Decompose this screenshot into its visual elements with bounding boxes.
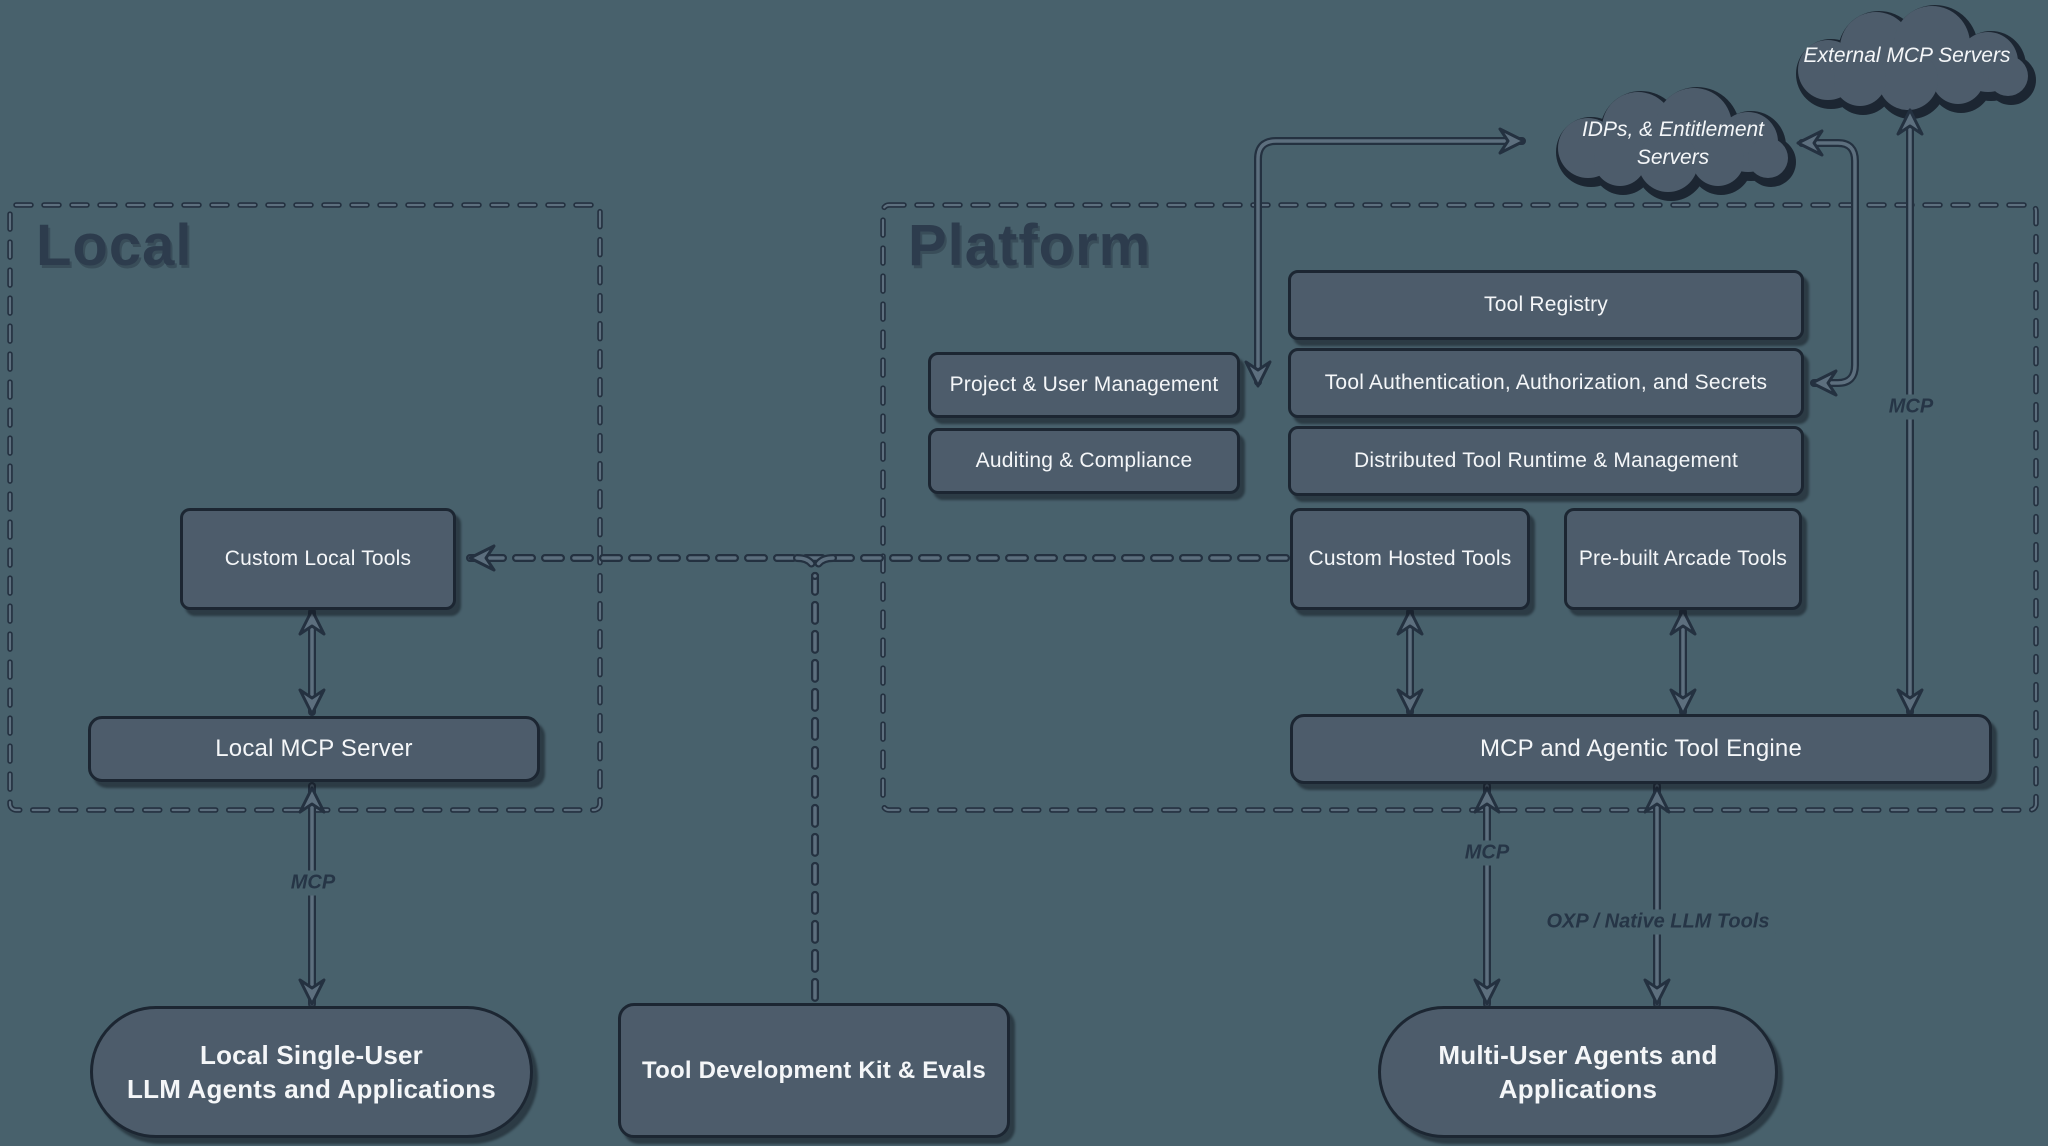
arrowhead-into-engine-3 bbox=[1896, 688, 1924, 716]
node-mcp-agentic-tool-engine: MCP and Agentic Tool Engine bbox=[1290, 714, 1992, 784]
edge-label-engine-mcp: MCP bbox=[1457, 840, 1517, 866]
arrowhead-from-idp-servers bbox=[1244, 360, 1272, 388]
arrowhead-into-idp-servers-right bbox=[1796, 129, 1824, 157]
border-platform-group bbox=[881, 203, 2038, 812]
edge-idp-servers-tool-auth-outline bbox=[1798, 139, 1859, 387]
group-platform-title: Platform bbox=[908, 213, 1152, 278]
edge-label-external-mcp: MCP bbox=[1881, 394, 1941, 420]
cloud-external-mcp-servers-label: External MCP Servers bbox=[1803, 44, 2011, 67]
edge-idp-servers-tool-auth bbox=[1800, 141, 1857, 385]
node-local-single-user-agents-line2: LLM Agents and Applications bbox=[127, 1074, 496, 1104]
node-tool-registry: Tool Registry bbox=[1288, 270, 1804, 340]
node-multi-user-agents: Multi-User Agents and Applications bbox=[1378, 1006, 1778, 1138]
arrowhead-into-local-mcp-server bbox=[298, 688, 326, 716]
arrowhead-into-custom-local-tools bbox=[298, 608, 326, 636]
arrowhead-into-external-mcp-servers bbox=[1896, 108, 1924, 136]
cloud-idp-servers-label-line1: IDPs, & Entitlement bbox=[1581, 118, 1765, 141]
node-local-single-user-agents: Local Single-User LLM Agents and Applica… bbox=[90, 1006, 533, 1138]
edge-label-local-mcp: MCP bbox=[283, 870, 343, 896]
arrowhead-into-multi-user-2 bbox=[1643, 978, 1671, 1006]
arrowhead-into-engine-2 bbox=[1669, 688, 1697, 716]
edge-platform-idp-servers bbox=[1256, 139, 1524, 384]
cloud-idp-servers-label-line2: Servers bbox=[1636, 146, 1710, 169]
edge-branch-tool-development-kit-joint bbox=[813, 556, 835, 578]
arrowhead-into-engine-bottom-2 bbox=[1643, 786, 1671, 814]
node-project-user-management: Project & User Management bbox=[928, 352, 1240, 418]
node-tool-development-kit: Tool Development Kit & Evals bbox=[618, 1003, 1010, 1138]
node-multi-user-agents-line2: Applications bbox=[1498, 1074, 1658, 1104]
edge-branch-tool-development-kit-outline bbox=[793, 554, 819, 1010]
arrowhead-into-engine-1 bbox=[1396, 688, 1424, 716]
group-local-title: Local bbox=[36, 213, 193, 278]
arrowhead-into-custom-hosted-tools bbox=[1396, 608, 1424, 636]
arrowhead-into-idp-servers-left bbox=[1498, 127, 1526, 155]
arrowhead-into-custom-local-tools-dashed bbox=[468, 544, 496, 572]
node-local-single-user-agents-line1: Local Single-User bbox=[199, 1040, 424, 1070]
node-multi-user-agents-line1: Multi-User Agents and bbox=[1438, 1040, 1718, 1070]
edge-platform-idp-servers-outline bbox=[1254, 137, 1526, 386]
node-prebuilt-arcade-tools: Pre-built Arcade Tools bbox=[1564, 508, 1802, 610]
node-distributed-tool-runtime: Distributed Tool Runtime & Management bbox=[1288, 426, 1804, 496]
arrowhead-into-tool-auth bbox=[1810, 369, 1838, 397]
arrowhead-into-prebuilt-arcade-tools bbox=[1669, 608, 1697, 636]
cloud-idp-servers bbox=[1556, 87, 1796, 201]
arrowhead-into-local-agents bbox=[298, 978, 326, 1006]
node-custom-hosted-tools: Custom Hosted Tools bbox=[1290, 508, 1530, 610]
node-custom-local-tools: Custom Local Tools bbox=[180, 508, 456, 610]
border-local-group bbox=[8, 203, 602, 812]
node-auditing-compliance: Auditing & Compliance bbox=[928, 428, 1240, 494]
arrowhead-into-local-mcp-server-bottom bbox=[298, 786, 326, 814]
cloud-external-mcp-servers bbox=[1796, 5, 2036, 119]
edge-label-oxp-native-llm-tools: OXP / Native LLM Tools bbox=[1539, 909, 1777, 935]
cloud-idp-servers-label: IDPs, & Entitlement Servers bbox=[1552, 116, 1794, 172]
arrowhead-into-multi-user-1 bbox=[1473, 978, 1501, 1006]
node-tool-authentication: Tool Authentication, Authorization, and … bbox=[1288, 348, 1804, 418]
node-local-mcp-server: Local MCP Server bbox=[88, 716, 540, 782]
arrowhead-into-engine-bottom-1 bbox=[1473, 786, 1501, 814]
